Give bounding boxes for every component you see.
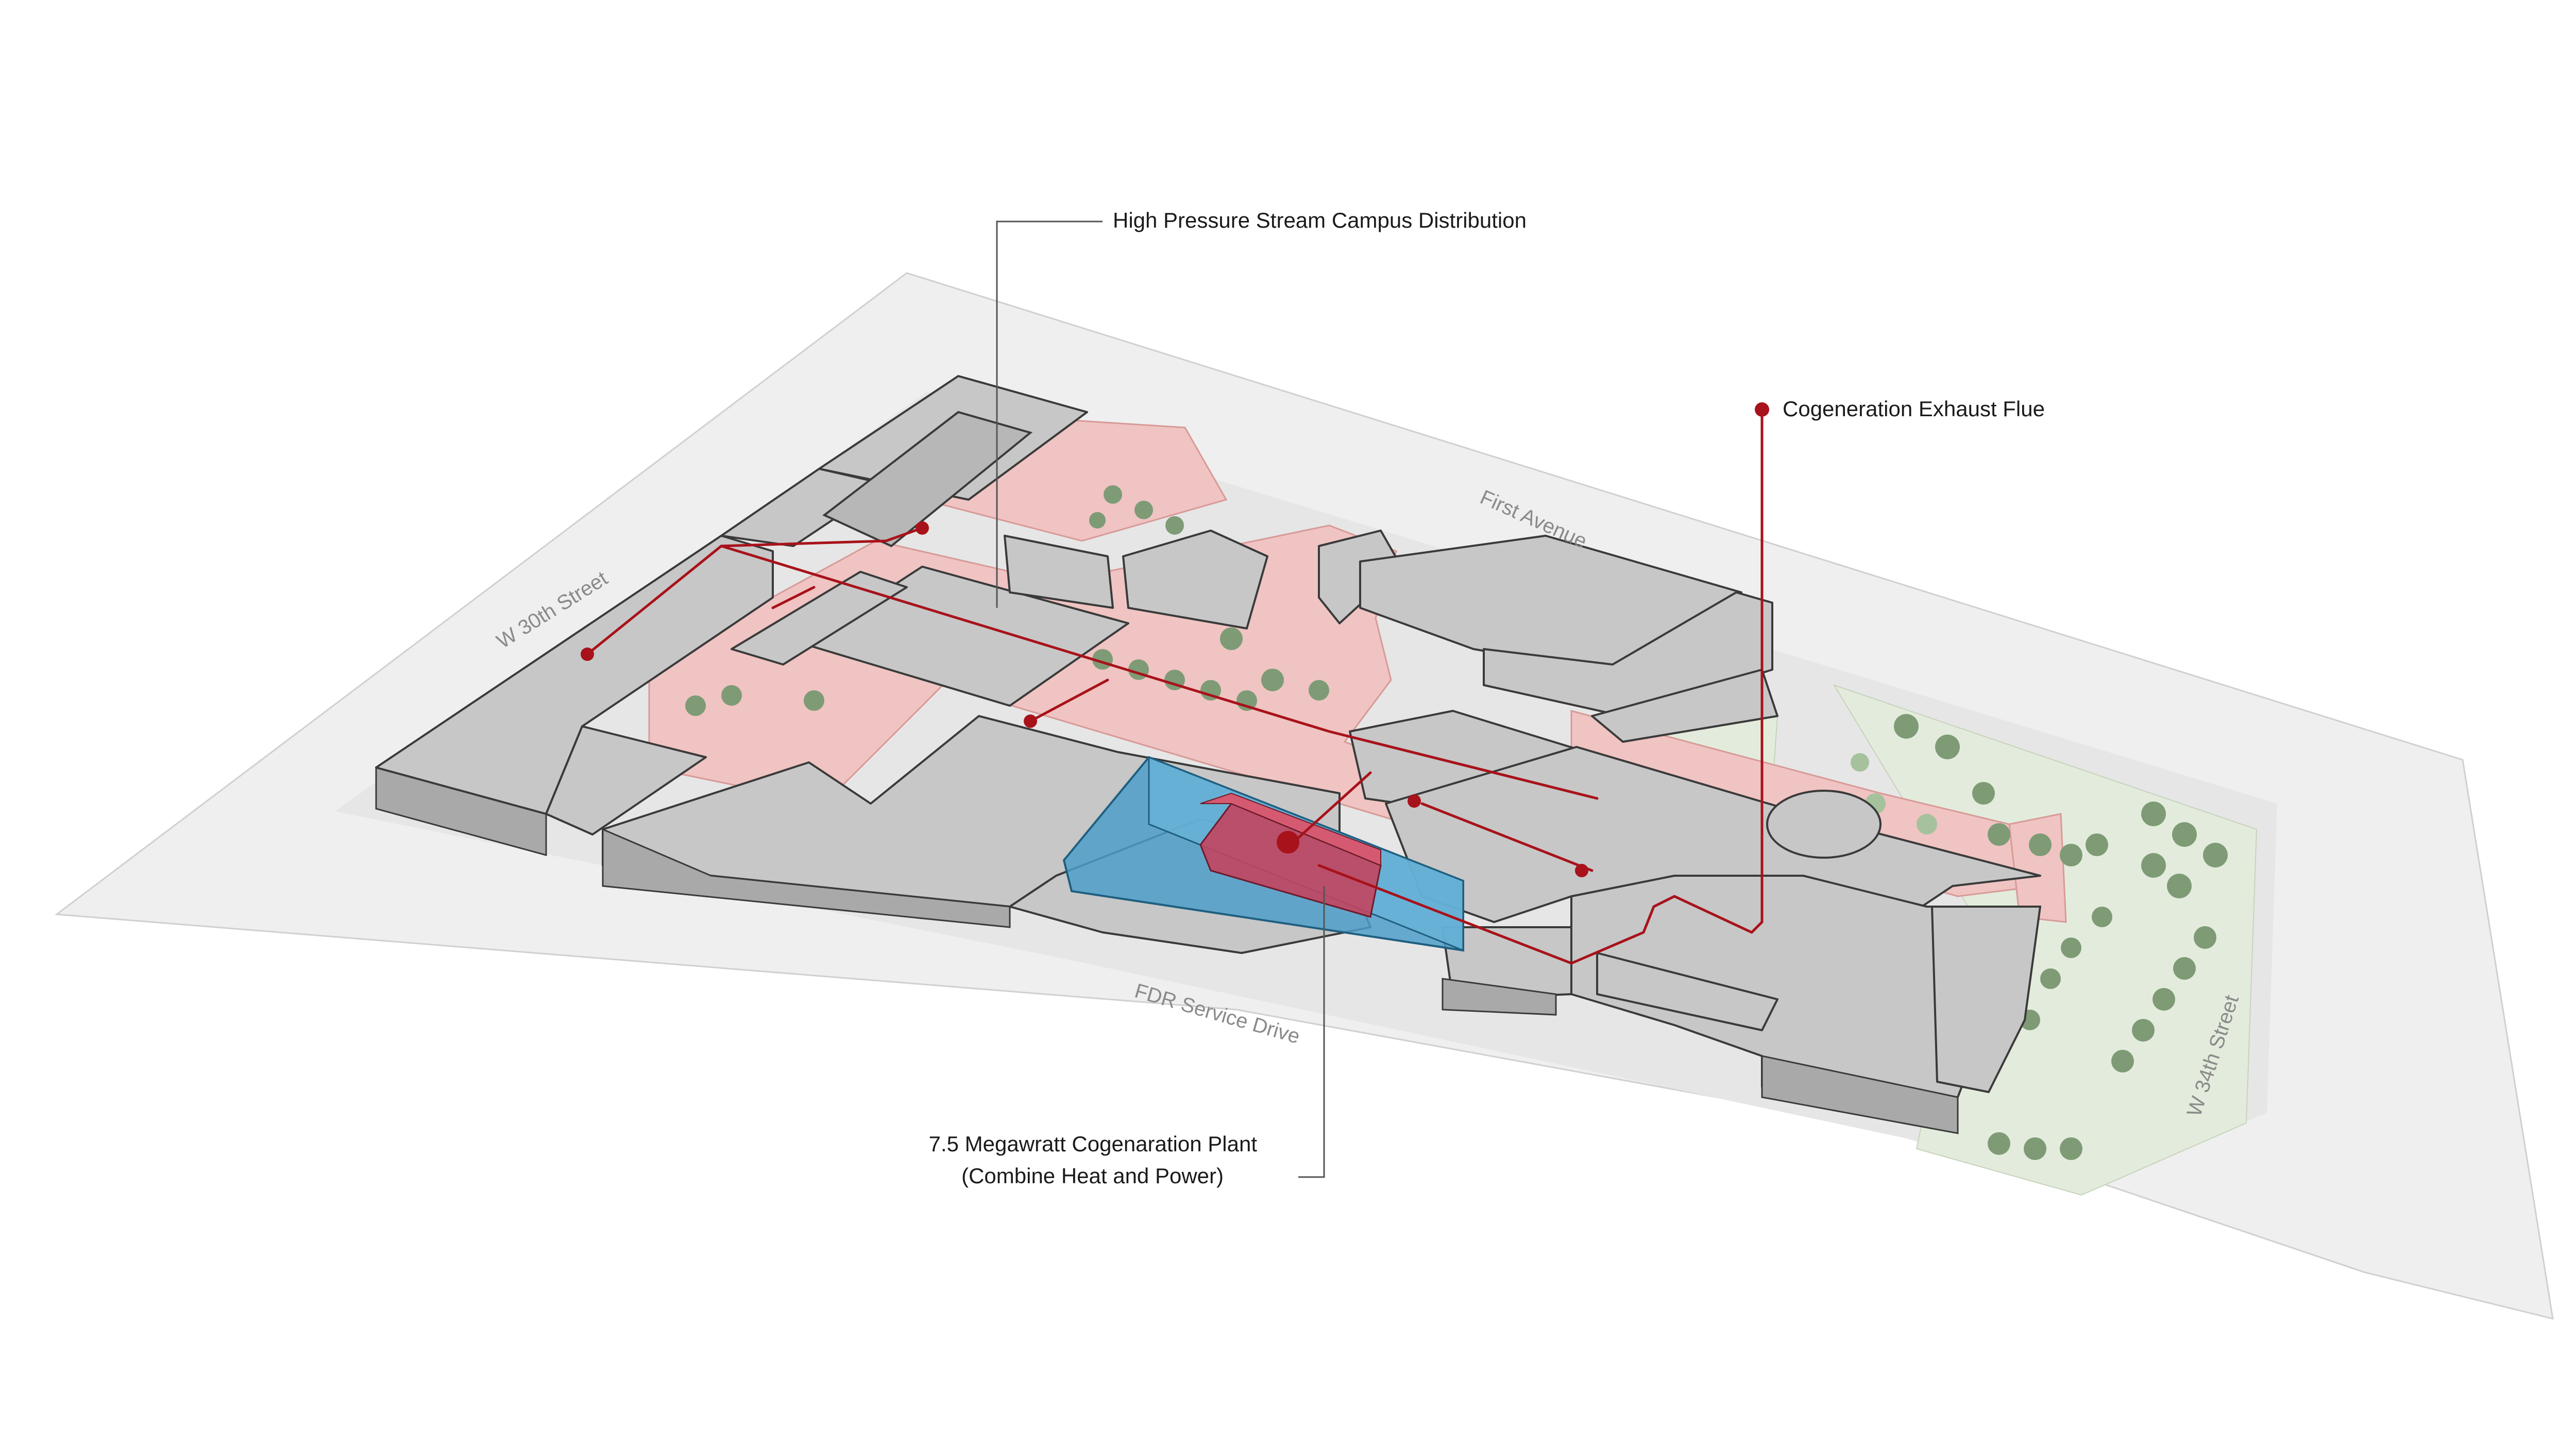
steam-node <box>1575 864 1588 877</box>
steam-distribution-label: High Pressure Stream Campus Distribution <box>1113 208 1527 232</box>
plant-label-line2: (Combine Heat and Power) <box>961 1164 1224 1188</box>
exhaust-flue-label: Cogeneration Exhaust Flue <box>1783 397 2045 421</box>
steam-node <box>1408 794 1421 808</box>
flue-marker <box>1755 402 1769 417</box>
steam-node <box>916 521 929 535</box>
plant-label-line1: 7.5 Megawratt Cogenaration Plant <box>929 1132 1258 1156</box>
cogen-source-node <box>1277 831 1299 854</box>
steam-node <box>1024 714 1037 728</box>
steam-node <box>581 648 594 661</box>
